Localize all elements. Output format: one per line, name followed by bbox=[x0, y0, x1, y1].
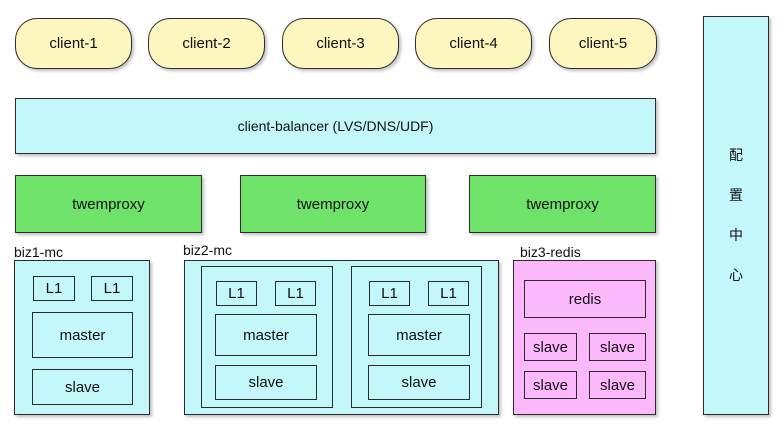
biz2-shard-1-l1-cache-1: L1 bbox=[216, 281, 257, 306]
biz2-shard-2-master-node: master bbox=[368, 314, 470, 356]
client-5-node: client-5 bbox=[549, 18, 657, 69]
biz2-shard-1-frame bbox=[201, 266, 333, 408]
biz2-shard-2-l1-cache-2: L1 bbox=[428, 281, 469, 306]
biz3-group bbox=[513, 260, 656, 415]
biz2-shard-2-slave-node: slave bbox=[368, 365, 470, 400]
biz3-label: biz3-redis bbox=[520, 244, 581, 260]
biz2-shard-1-l1-cache-2: L1 bbox=[275, 281, 316, 306]
biz1-l1-cache-1: L1 bbox=[33, 276, 75, 301]
config-center-node: 配 置 中 心 bbox=[703, 16, 769, 415]
client-2-node: client-2 bbox=[148, 18, 265, 69]
twemproxy-node-2: twemproxy bbox=[240, 175, 426, 233]
config-center-char-2: 置 bbox=[729, 188, 743, 204]
biz1-label: biz1-mc bbox=[14, 244, 64, 260]
biz2-shard-2-l1-cache-1: L1 bbox=[369, 281, 410, 306]
biz2-shard-1-master-node: master bbox=[215, 314, 317, 356]
client-3-node: client-3 bbox=[282, 18, 399, 69]
biz3-slave-node-1: slave bbox=[524, 333, 577, 361]
client-1-node: client-1 bbox=[15, 18, 132, 69]
config-center-char-4: 心 bbox=[729, 268, 743, 284]
twemproxy-node-3: twemproxy bbox=[469, 175, 656, 233]
biz3-slave-node-4: slave bbox=[589, 371, 646, 399]
config-center-char-3: 中 bbox=[729, 228, 743, 244]
biz1-master-node: master bbox=[32, 312, 133, 358]
twemproxy-node-1: twemproxy bbox=[15, 175, 202, 233]
biz3-slave-node-3: slave bbox=[524, 371, 577, 399]
biz2-group bbox=[184, 260, 499, 415]
biz2-shard-1-slave-node: slave bbox=[215, 365, 317, 400]
client-4-node: client-4 bbox=[415, 18, 532, 69]
biz2-shard-2-frame bbox=[351, 266, 482, 408]
config-center-char-1: 配 bbox=[729, 148, 743, 164]
biz1-group bbox=[14, 260, 150, 415]
biz2-label: biz2-mc bbox=[183, 242, 233, 258]
config-center-label: 配 置 中 心 bbox=[704, 145, 768, 285]
client-balancer-node: client-balancer (LVS/DNS/UDF) bbox=[15, 98, 656, 154]
biz3-redis-master-node: redis bbox=[524, 280, 646, 318]
biz3-slave-node-2: slave bbox=[589, 333, 646, 361]
biz1-slave-node: slave bbox=[32, 369, 133, 405]
biz1-l1-cache-2: L1 bbox=[91, 276, 133, 301]
